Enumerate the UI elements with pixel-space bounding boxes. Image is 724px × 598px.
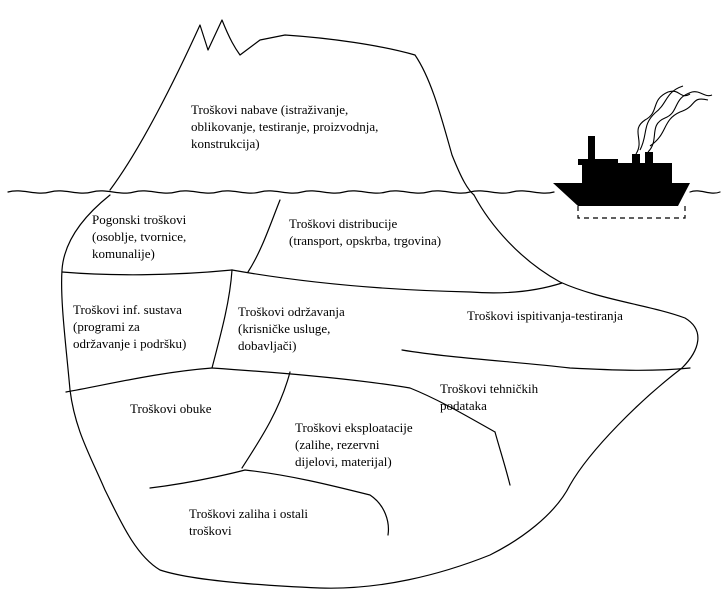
divider-line	[65, 367, 213, 393]
divider-line	[401, 349, 691, 371]
above-water-label: Troškovi nabave (istraživanje, oblikovan…	[191, 102, 379, 151]
segment-tehnicki-podaci-label: Troškovi tehničkih podataka	[440, 381, 539, 413]
segment-pogonski-label: Pogonski troškovi (osoblje, tvornice, ko…	[92, 212, 187, 261]
divider-line	[149, 469, 390, 536]
smoke-plume-icon	[635, 85, 713, 155]
water-line	[7, 190, 721, 194]
segment-inf-sustava-label: Troškovi inf. sustava (programi za održa…	[73, 302, 187, 351]
divider-line	[231, 269, 563, 294]
iceberg-underwater-outline	[61, 194, 699, 589]
segment-obuka-label: Troškovi obuke	[130, 401, 212, 416]
divider-line	[241, 371, 291, 469]
segment-distribucija-label: Troškovi distribucije (transport, opskrb…	[289, 216, 442, 248]
segment-zalihe-label: Troškovi zaliha i ostali troškovi	[189, 506, 309, 538]
divider-line	[211, 269, 233, 369]
segment-odrzavanje-label: Troškovi održavanja (krisničke usluge, d…	[238, 304, 345, 353]
divider-line	[247, 199, 281, 273]
steamship-icon	[553, 136, 690, 219]
divider-line	[494, 431, 511, 486]
iceberg-tip-outline	[109, 19, 475, 196]
divider-line	[211, 367, 496, 433]
divider-line	[61, 269, 233, 276]
segment-eksploatacija-label: Troškovi eksploatacije (zalihe, rezervni…	[295, 420, 413, 469]
segment-ispitivanje-label: Troškovi ispitivanja-testiranja	[467, 308, 623, 323]
